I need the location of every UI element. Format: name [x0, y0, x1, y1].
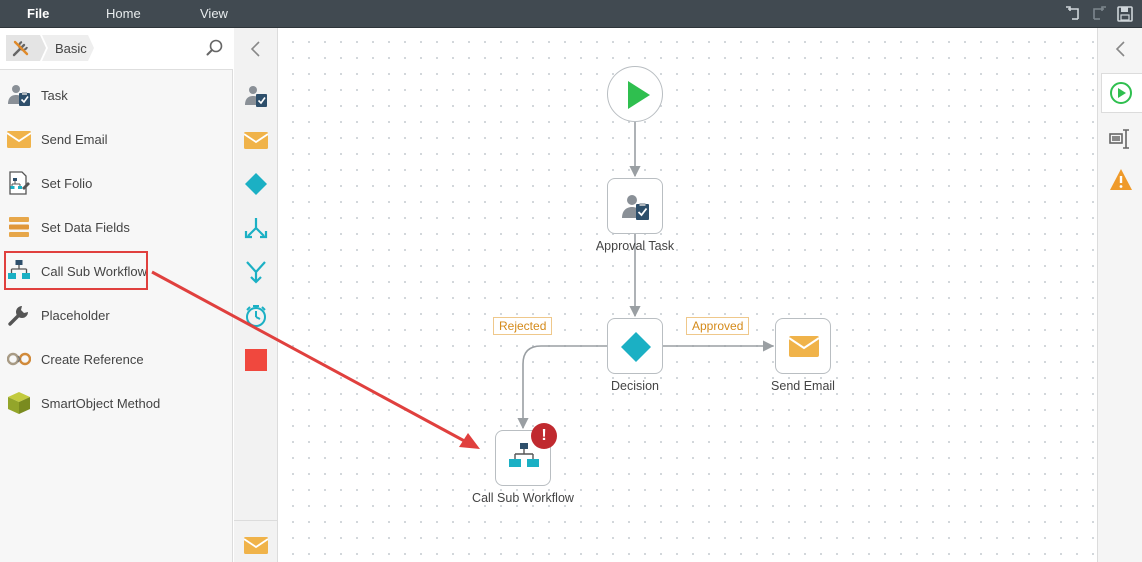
connector-lines: [517, 122, 775, 430]
toolbox-item-label: Placeholder: [41, 308, 110, 323]
search-icon[interactable]: [206, 39, 224, 57]
smartobject-icon: [8, 392, 30, 414]
start-node[interactable]: [607, 66, 663, 122]
error-badge[interactable]: !: [531, 423, 557, 449]
task-icon: [622, 195, 649, 220]
workflow-canvas[interactable]: Approval Task Decision Send Email ! Call…: [279, 28, 1097, 562]
start-properties-icon[interactable]: [1109, 81, 1133, 105]
rejected-line-label[interactable]: Rejected: [493, 317, 553, 335]
toolbox-item-call-sub-workflow[interactable]: Call Sub Workflow: [0, 250, 233, 294]
toolbox-panel: Basic Task Send Email Set Fo: [0, 28, 233, 562]
text-properties-icon[interactable]: [1109, 127, 1133, 151]
email-icon: [7, 131, 31, 148]
toolbox-item-label: Set Data Fields: [41, 220, 130, 235]
save-icon[interactable]: [1116, 5, 1134, 23]
call-sub-workflow-label: Call Sub Workflow: [472, 491, 574, 505]
toolbox-item-set-folio[interactable]: Set Folio: [0, 162, 233, 206]
connector-rejected: [517, 345, 607, 430]
menu-file[interactable]: File: [27, 6, 50, 21]
toolbox-item-label: Send Email: [41, 132, 108, 147]
redo-icon[interactable]: [1090, 5, 1108, 23]
toolbox-item-create-reference[interactable]: Create Reference: [0, 338, 233, 382]
approval-task-label: Approval Task: [595, 239, 675, 253]
email-icon: [788, 336, 820, 357]
toolbox-item-task[interactable]: Task: [0, 74, 233, 118]
chevron-left-icon[interactable]: [248, 40, 264, 58]
toolbox-item-label: Call Sub Workflow: [41, 264, 147, 279]
toolbox-item-label: SmartObject Method: [41, 396, 161, 411]
send-email-label: Send Email: [771, 379, 835, 393]
set-folio-icon: [9, 171, 30, 195]
strip-divider: [234, 520, 278, 521]
merge-icon[interactable]: [244, 260, 268, 284]
category-breadcrumb[interactable]: [6, 35, 98, 61]
timer-icon[interactable]: [244, 304, 268, 328]
split-icon[interactable]: [244, 216, 268, 240]
data-fields-icon: [9, 217, 29, 237]
menu-view[interactable]: View: [200, 6, 228, 21]
chevron-left-icon[interactable]: [1113, 40, 1129, 58]
category-label: Basic: [55, 41, 87, 56]
active-tab-bg: [1101, 73, 1142, 113]
toolbox-item-label: Set Folio: [41, 176, 93, 191]
send-email-node[interactable]: [775, 318, 831, 374]
decision-icon[interactable]: [244, 172, 268, 196]
email-icon[interactable]: [244, 533, 268, 557]
decision-node[interactable]: [607, 318, 663, 374]
sub-workflow-icon: [509, 443, 539, 467]
play-icon: [628, 81, 650, 109]
shape-strip: [234, 28, 278, 562]
stop-icon[interactable]: [244, 348, 268, 372]
undo-icon[interactable]: [1064, 5, 1082, 23]
toolbox-item-label: Create Reference: [41, 352, 144, 367]
top-menu-bar: File Home View: [0, 0, 1142, 28]
email-icon[interactable]: [244, 128, 268, 152]
toolbox-item-label: Task: [41, 88, 68, 103]
decision-label: Decision: [611, 379, 659, 393]
approved-line-label[interactable]: Approved: [686, 317, 750, 335]
warning-icon[interactable]: [1109, 168, 1133, 192]
wrench-icon: [8, 306, 28, 326]
toolbox-item-set-data-fields[interactable]: Set Data Fields: [0, 206, 233, 250]
sub-workflow-icon: [8, 260, 30, 279]
menu-home[interactable]: Home: [106, 6, 141, 21]
approval-task-node[interactable]: [607, 178, 663, 234]
right-panel: [1097, 28, 1142, 562]
task-icon: [8, 85, 30, 106]
task-icon[interactable]: [244, 84, 268, 108]
toolbox-item-placeholder[interactable]: Placeholder: [0, 294, 233, 338]
toolbox-item-send-email[interactable]: Send Email: [0, 118, 233, 162]
toolbox-header: Basic: [0, 28, 233, 70]
reference-icon: [7, 352, 31, 366]
tools-icon: [12, 40, 29, 57]
decision-icon: [621, 332, 651, 362]
toolbox-item-smartobject-method[interactable]: SmartObject Method: [0, 382, 233, 426]
